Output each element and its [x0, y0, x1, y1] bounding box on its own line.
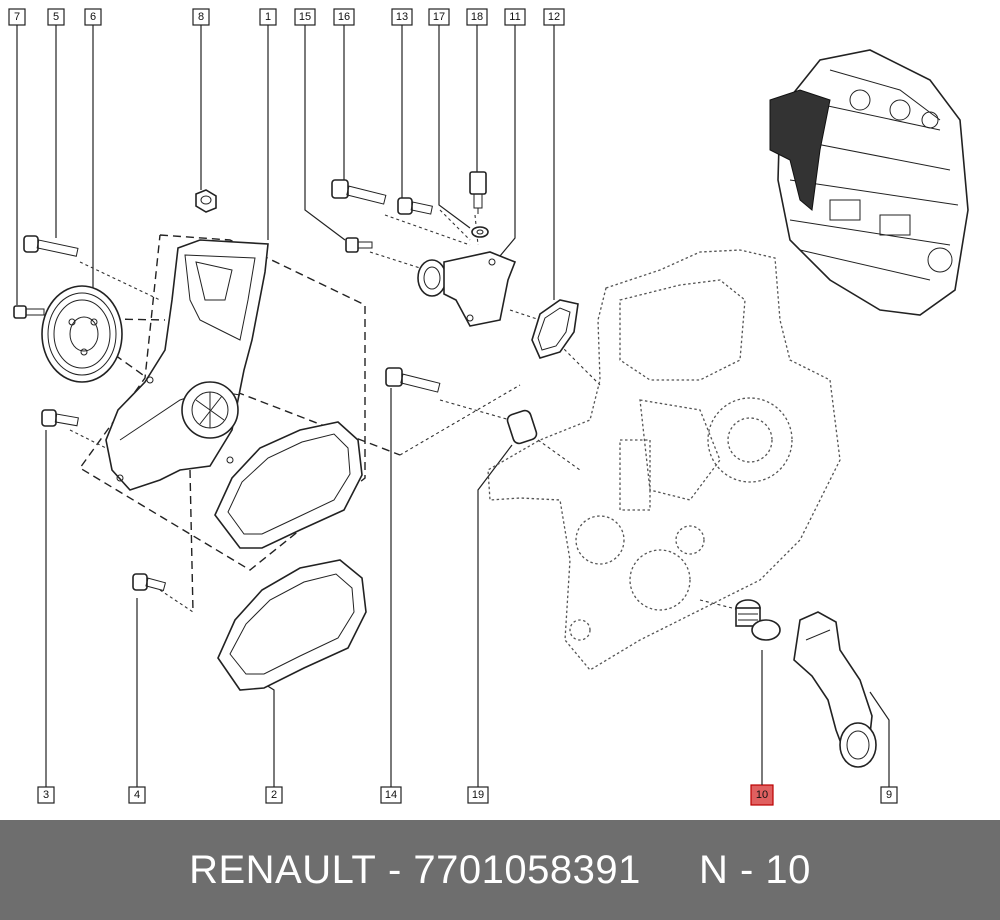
svg-text:7: 7 — [14, 11, 20, 23]
callout-14[interactable]: 14 — [380, 786, 402, 804]
footer-bar: RENAULT - 7701058391 N - 10 — [0, 820, 1000, 920]
callout-6[interactable]: 6 — [84, 8, 102, 26]
svg-text:16: 16 — [338, 11, 350, 23]
callout-10[interactable]: 10 — [750, 784, 774, 806]
engine-thumbnail — [769, 49, 969, 316]
svg-text:15: 15 — [299, 11, 311, 23]
callout-4[interactable]: 4 — [128, 786, 146, 804]
engine-block-outline — [487, 249, 841, 671]
svg-text:9: 9 — [886, 789, 892, 801]
water-outlet-11 — [417, 251, 517, 327]
bolt-15 — [345, 237, 373, 253]
svg-text:4: 4 — [134, 789, 140, 801]
callout-19[interactable]: 19 — [467, 786, 489, 804]
svg-text:5: 5 — [53, 11, 59, 23]
svg-text:13: 13 — [396, 11, 408, 23]
bolt-13 — [397, 197, 433, 215]
callout-5[interactable]: 5 — [47, 8, 65, 26]
callout-7[interactable]: 7 — [8, 8, 26, 26]
footer-brand: RENAULT — [189, 847, 377, 892]
svg-text:2: 2 — [271, 789, 277, 801]
svg-text:17: 17 — [433, 11, 445, 23]
svg-text:11: 11 — [509, 11, 520, 23]
callout-12[interactable]: 12 — [543, 8, 565, 26]
callout-15[interactable]: 15 — [294, 8, 316, 26]
thermostat-10 — [735, 599, 781, 641]
gasket-2 — [217, 559, 367, 691]
svg-text:19: 19 — [472, 789, 484, 801]
pulley-6 — [41, 285, 123, 383]
washer-17 — [471, 226, 489, 238]
outlet-elbow-9 — [793, 611, 877, 768]
callout-17[interactable]: 17 — [428, 8, 450, 26]
gasket-12 — [531, 299, 579, 359]
exploded-parts-diagram: 7 5 6 8 1 15 16 13 17 18 11 12 — [8, 8, 969, 806]
callout-3[interactable]: 3 — [37, 786, 55, 804]
callout-1[interactable]: 1 — [259, 8, 277, 26]
svg-text:14: 14 — [385, 789, 397, 801]
svg-text:6: 6 — [90, 11, 96, 23]
svg-text:12: 12 — [548, 11, 560, 23]
bolt-7 — [13, 305, 45, 319]
svg-text:18: 18 — [471, 11, 483, 23]
bolt-5 — [23, 235, 79, 257]
footer-ref-label: N - 10 — [698, 847, 811, 892]
callout-18[interactable]: 18 — [466, 8, 488, 26]
water-pump-1 — [105, 239, 269, 491]
leader-lines — [16, 25, 890, 787]
callout-2[interactable]: 2 — [265, 786, 283, 804]
svg-text:3: 3 — [43, 789, 49, 801]
callout-9[interactable]: 9 — [880, 786, 898, 804]
callout-16[interactable]: 16 — [333, 8, 355, 26]
bolt-16 — [331, 179, 387, 205]
svg-text:1: 1 — [265, 11, 271, 23]
bolt-4 — [132, 573, 167, 592]
dowel-19 — [506, 409, 538, 445]
callout-8[interactable]: 8 — [192, 8, 210, 26]
footer-separator: - — [387, 847, 402, 892]
nut-8 — [195, 189, 217, 213]
callout-13[interactable]: 13 — [391, 8, 413, 26]
sensor-18 — [469, 171, 487, 214]
gasket-upper — [214, 421, 363, 549]
svg-text:10: 10 — [756, 789, 768, 801]
bolt-3 — [41, 409, 79, 427]
footer-part-number: 7701058391 — [413, 847, 641, 892]
bolt-14 — [385, 367, 441, 393]
svg-text:8: 8 — [198, 11, 204, 23]
callout-11[interactable]: 11 — [504, 8, 526, 26]
